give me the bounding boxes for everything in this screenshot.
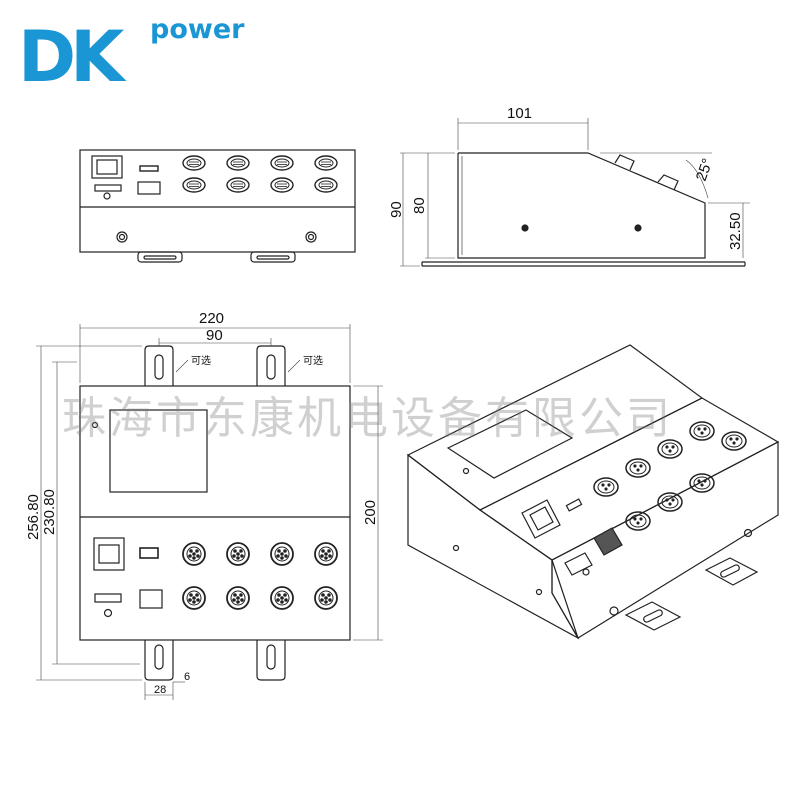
front-view <box>79 149 356 263</box>
dim-32-50: 32.50 <box>727 212 744 250</box>
isometric-view <box>406 344 780 640</box>
dim-6: 6 <box>184 671 190 683</box>
dim-230-80: 230.80 <box>41 489 58 535</box>
dim-90: 90 <box>388 201 405 218</box>
dim-28: 28 <box>154 684 166 696</box>
dim-101: 101 <box>507 105 532 122</box>
dim-80: 80 <box>411 197 428 214</box>
dim-25deg: 25° <box>693 156 717 183</box>
logo-dk: DK <box>18 16 124 98</box>
dim-200: 200 <box>362 500 379 525</box>
side-view: 101 90 80 25° 32.50 <box>388 105 750 267</box>
top-view: 220 90 可选 可选 256.80 230.80 200 28 6 <box>25 310 383 700</box>
dim-256-80: 256.80 <box>25 494 42 540</box>
company-watermark: 珠海市东康机电设备有限公司 <box>62 393 673 444</box>
optional-label-left: 可选 <box>191 354 211 367</box>
dim-90-spacing: 90 <box>206 327 223 344</box>
dim-220: 220 <box>199 310 224 327</box>
logo-power: power <box>150 14 245 45</box>
optional-label-right: 可选 <box>303 354 323 367</box>
